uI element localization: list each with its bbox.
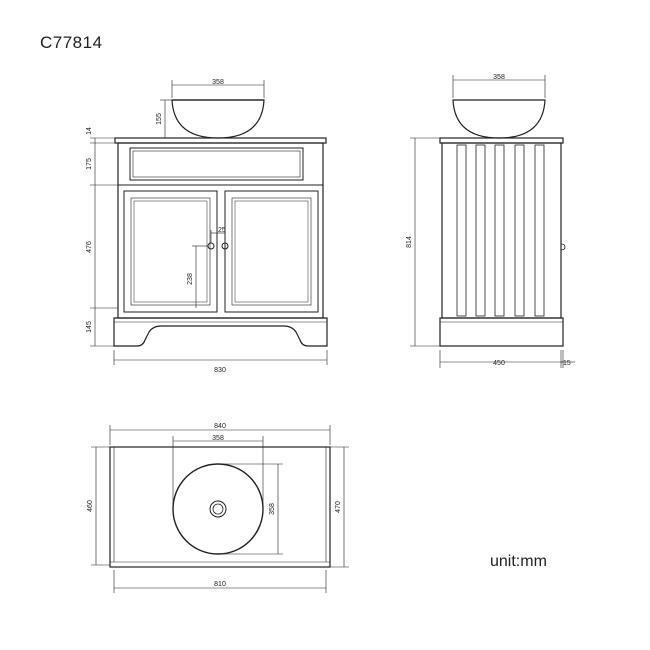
cabinet-width-label: 810 — [214, 581, 226, 588]
front-right-door — [224, 190, 319, 313]
side-countertop — [439, 137, 564, 144]
front-countertop — [114, 137, 327, 144]
front-drawer — [129, 147, 304, 181]
front-basin-width-label: 358 — [212, 79, 224, 86]
side-basin-width-label: 358 — [493, 74, 505, 81]
knob-height-label: 238 — [187, 273, 194, 285]
top-width-label: 840 — [214, 423, 226, 430]
front-basin-height-label: 155 — [156, 113, 163, 125]
drawer-height-label: 175 — [86, 158, 93, 170]
top-view: 840 358 358 460 470 810 — [87, 423, 349, 593]
side-basin — [452, 99, 546, 139]
unit-label: unit:mm — [490, 553, 547, 570]
top-depth-label: 470 — [335, 501, 342, 513]
front-left-door — [123, 190, 218, 313]
cabinet-depth-label: 460 — [87, 500, 94, 512]
side-depth-label: 450 — [493, 360, 505, 367]
knob-offset-label: 25 — [218, 227, 226, 234]
waste-outlet — [209, 500, 227, 518]
side-overall-height-label: 814 — [406, 236, 413, 248]
left-knob — [207, 242, 215, 250]
product-code: C77814 — [40, 33, 103, 52]
side-plinth — [439, 317, 564, 347]
side-cabinet — [441, 142, 562, 319]
front-plinth — [113, 317, 328, 347]
top-basin-depth-label: 358 — [269, 503, 276, 515]
top-basin — [172, 463, 264, 555]
front-overall-width-label: 830 — [214, 367, 226, 374]
front-view: 358 155 14 175 476 145 25 238 830 — [86, 79, 328, 374]
top-outline — [109, 446, 331, 568]
side-overhang-label: 15 — [563, 360, 571, 367]
top-basin-width-label: 358 — [212, 435, 224, 442]
plinth-height-label: 145 — [86, 321, 93, 333]
top-thickness-label: 14 — [86, 127, 93, 135]
front-basin — [171, 99, 265, 139]
door-height-label: 476 — [86, 241, 93, 253]
side-view: 358 814 450 15 — [406, 74, 575, 368]
